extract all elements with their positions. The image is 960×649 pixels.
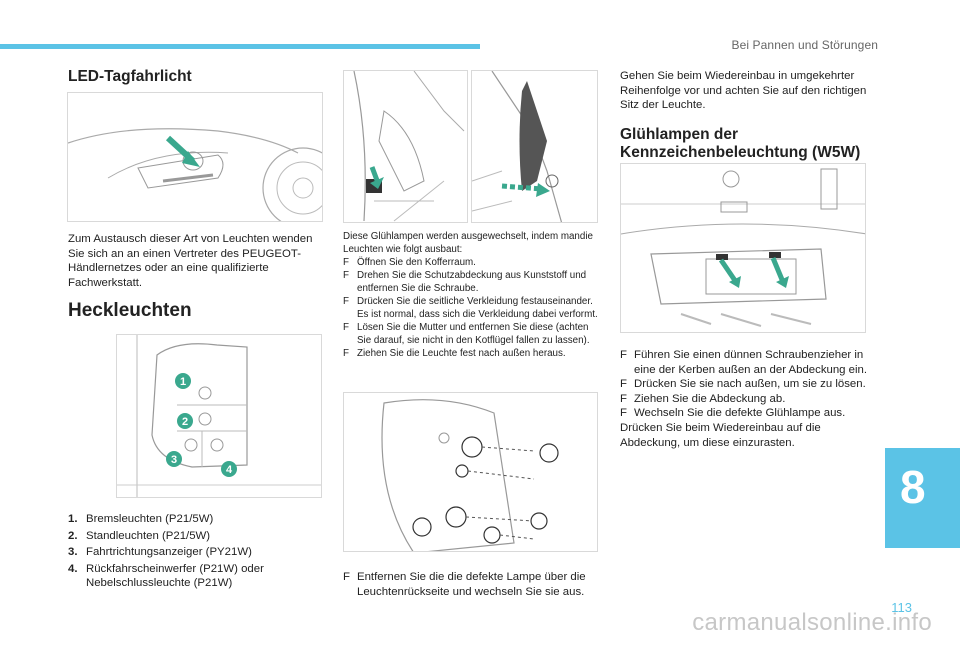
list-item: 3.Fahrtrichtungsanzeiger (PY21W)	[68, 546, 252, 559]
heck-badge-3: 3	[171, 454, 177, 466]
heck-title: Heckleuchten	[68, 300, 192, 321]
heck-badge-1: 1	[180, 376, 186, 388]
list-item: 2.Standleuchten (P21/5W)	[68, 529, 211, 542]
closing-text: Drücken Sie beim Wiedereinbau auf die Ab…	[620, 422, 821, 449]
plate-light-illustration	[620, 163, 866, 333]
lamp-unit-illustration	[343, 392, 598, 552]
heck-list: 1.Bremsleuchten (P21/5W) 2.Standleuchten…	[68, 512, 308, 591]
top-accent-bar	[0, 44, 480, 49]
chapter-tab	[885, 448, 960, 548]
chapter-number: 8	[900, 461, 926, 513]
heckleuchten-illustration: 1 2 3 4	[116, 334, 322, 498]
reinstall-text: Gehen Sie beim Wiedereinbau in umgekehrt…	[620, 70, 867, 112]
watermark: carmanualsonline.info	[692, 609, 932, 636]
led-illustration	[67, 92, 323, 222]
plate-light-title: Glühlampen der Kennzeichenbeleuchtung (W…	[620, 126, 861, 161]
list-item: 4.Rückfahrscheinwerfer (P21W) oder Nebel…	[68, 562, 264, 590]
trunk-illustration-2	[471, 70, 598, 223]
middle-intro: Diese Glühlampen werden ausgewechselt, i…	[343, 231, 593, 255]
list-item: 1.Bremsleuchten (P21/5W)	[68, 513, 214, 525]
led-title: LED-Tagfahrlicht	[68, 68, 192, 85]
trunk-illustration-1	[343, 70, 468, 223]
led-text: Zum Austausch dieser Art von Leuchten we…	[68, 233, 313, 289]
page-number: 113	[891, 600, 912, 615]
heck-badge-2: 2	[182, 416, 188, 428]
heck-badge-4: 4	[226, 464, 233, 476]
header-title: Bei Pannen und Störungen	[731, 38, 878, 52]
